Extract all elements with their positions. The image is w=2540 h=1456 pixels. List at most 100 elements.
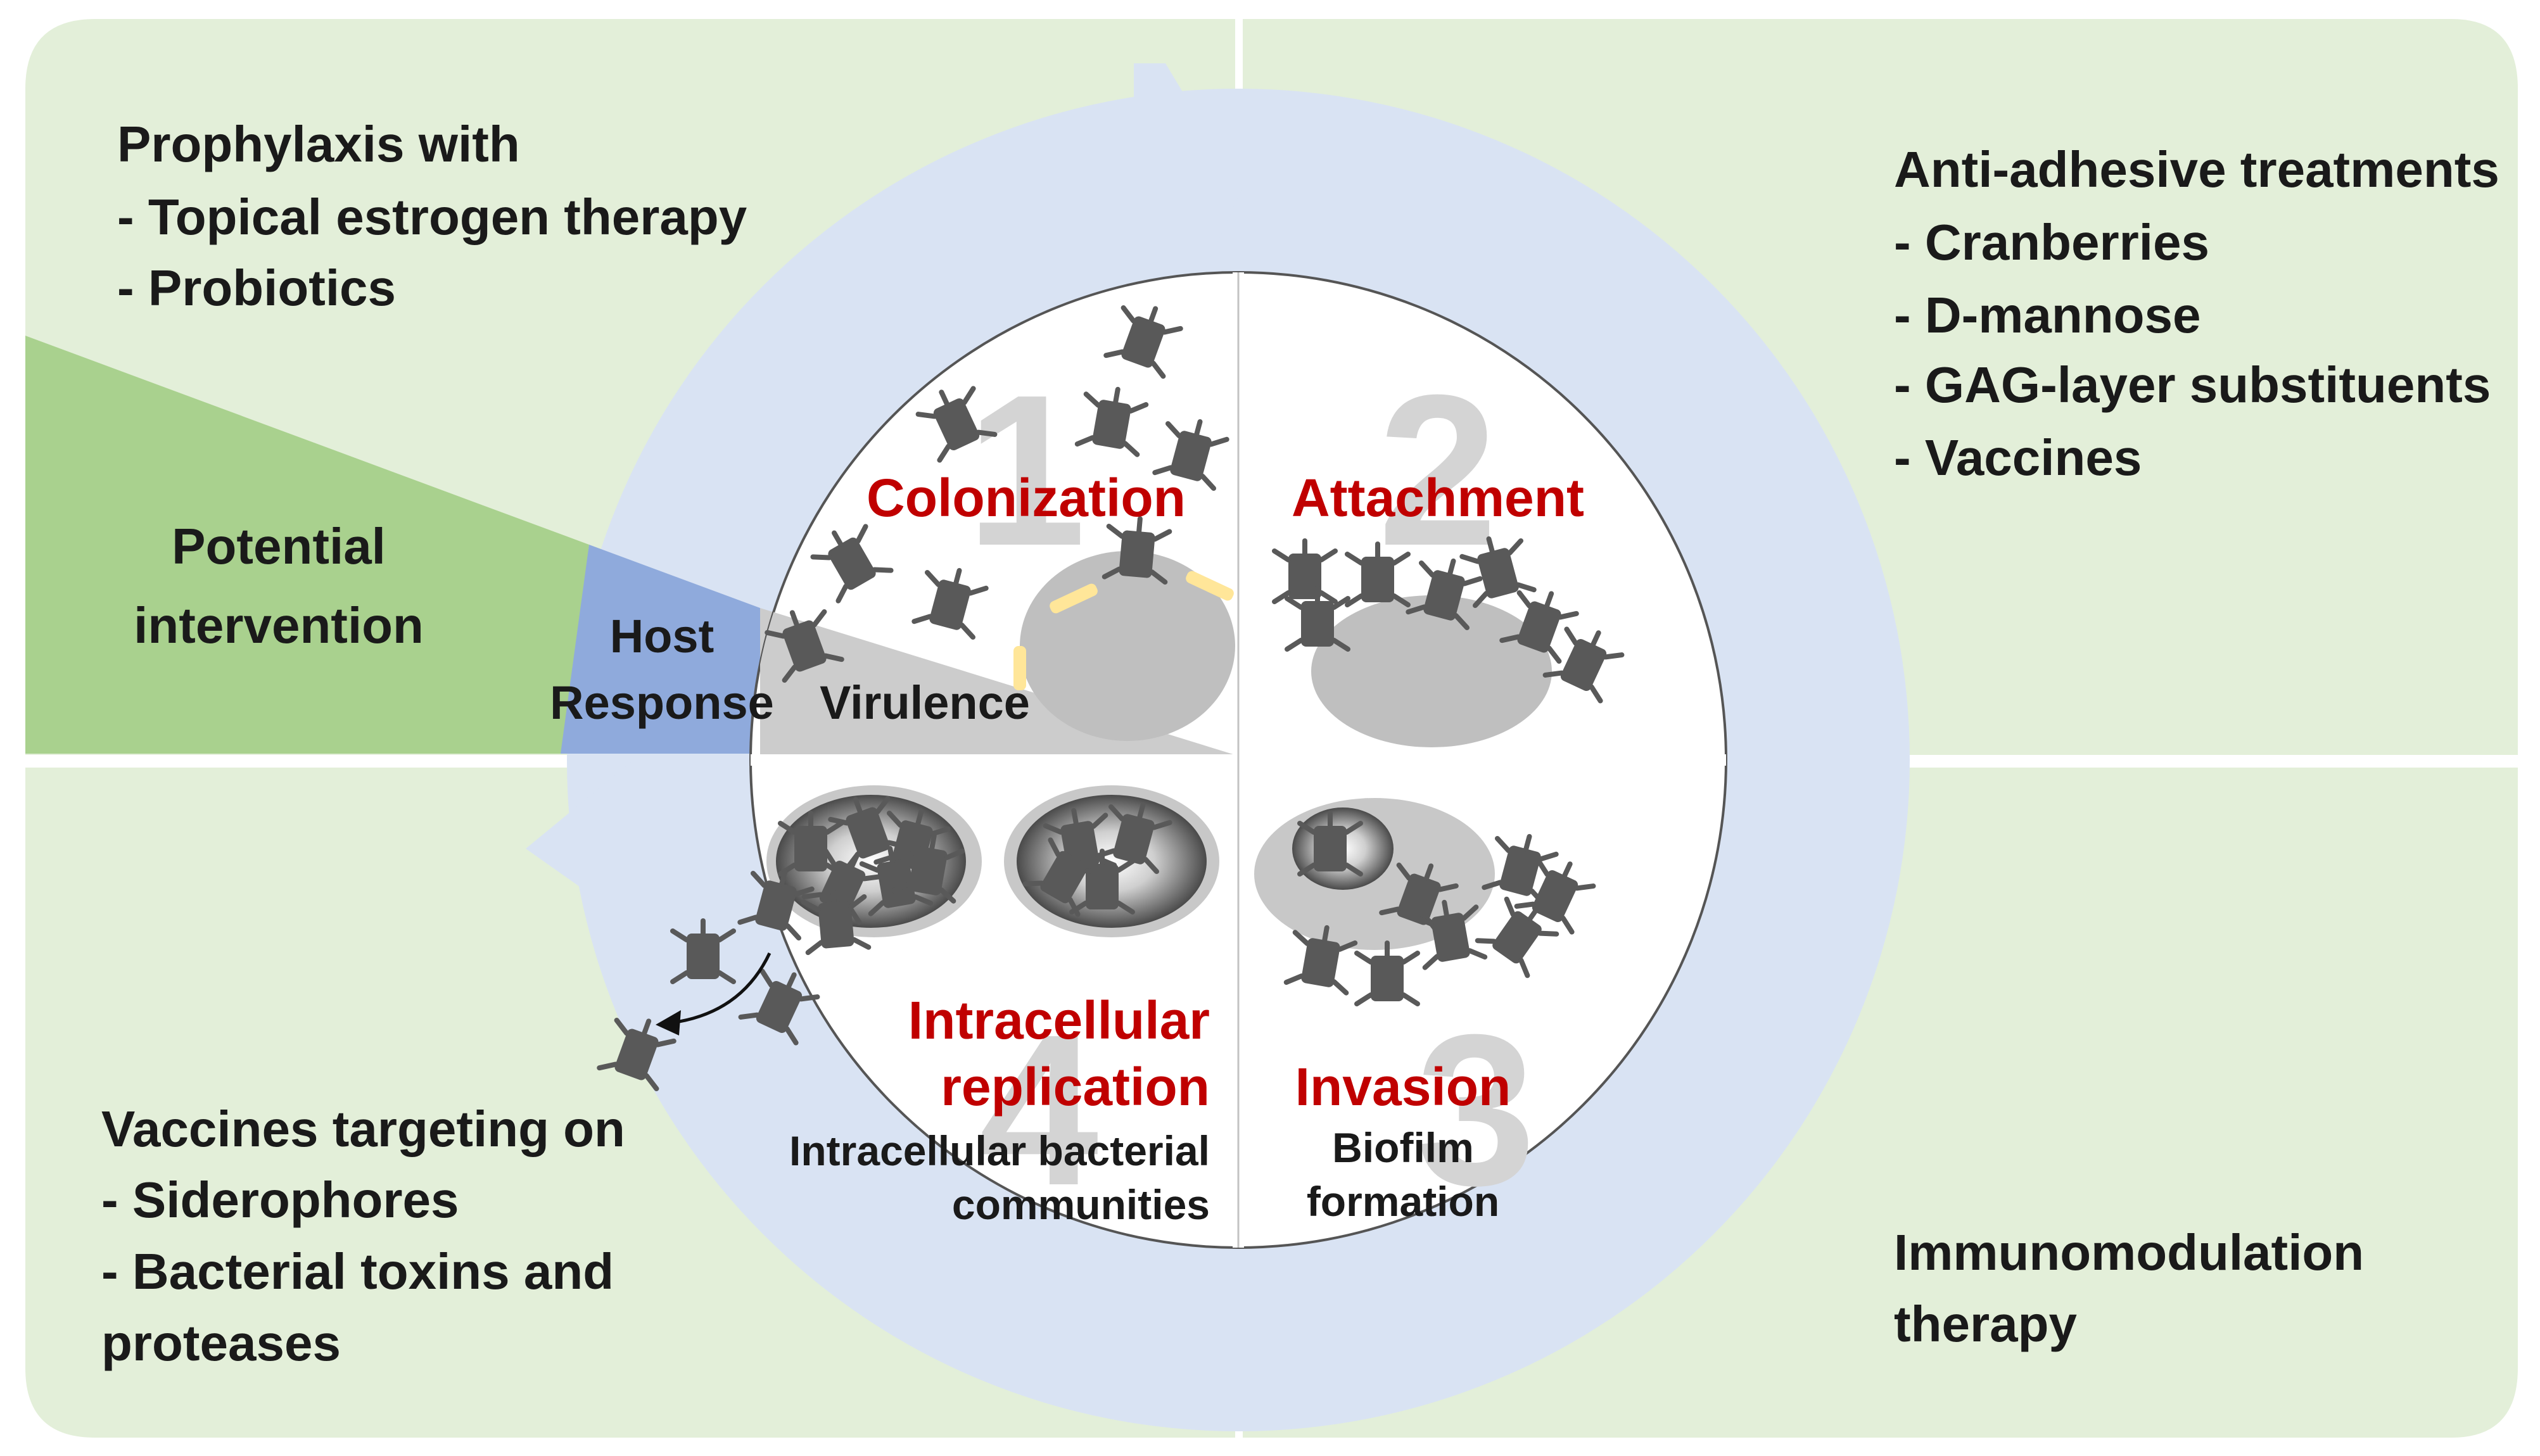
bacterium-pilus xyxy=(915,412,937,419)
stage-label-replication-1: Intracellular xyxy=(908,991,1210,1050)
bacterium-glyph xyxy=(670,918,736,984)
bacterium-pilus xyxy=(1558,611,1579,620)
top-right-item-1: - Cranberries xyxy=(1894,214,2209,270)
bacterium-pilus xyxy=(872,567,894,573)
bacterium-body xyxy=(1113,814,1155,864)
stage-label-attachment: Attachment xyxy=(1292,468,1584,528)
top-left-item-2: - Probiotics xyxy=(117,260,396,316)
ring-arrow-bottom-left xyxy=(526,760,760,925)
bacterium-pilus xyxy=(1297,821,1316,835)
bacterium-pilus xyxy=(738,1012,760,1020)
bacterium-pilus xyxy=(1401,951,1420,965)
receptor-dash xyxy=(1013,646,1026,690)
bacterium-glyph xyxy=(1152,419,1229,491)
bacterium-pilus xyxy=(944,848,965,860)
bacterium-pilus xyxy=(1507,538,1524,556)
bacterium-glyph xyxy=(801,848,884,925)
bacterium-pilus xyxy=(717,970,736,984)
bacterium-pilus xyxy=(1331,638,1350,652)
bacterium-pilus xyxy=(1152,465,1174,476)
bacterium-pilus xyxy=(789,610,799,628)
stage-sub-invasion-2: formation xyxy=(1307,1178,1499,1225)
stage-label-colonization: Colonization xyxy=(867,468,1186,528)
bacterium-pilus xyxy=(1354,951,1373,965)
bacterium-pilus xyxy=(823,848,837,868)
bacterium-body xyxy=(1371,956,1404,1001)
bacterium-pilus xyxy=(805,940,824,956)
bacterium-body xyxy=(846,807,890,859)
bacterium-pilus xyxy=(1162,326,1183,335)
bacterium-pilus xyxy=(859,861,880,873)
bacterium-pilus xyxy=(1151,820,1172,830)
stage-sub-replication-1: Intracellular bacterial xyxy=(789,1127,1210,1174)
bacterium-pilus xyxy=(1136,516,1143,535)
bacterium-glyph xyxy=(1475,896,1559,978)
bacterium-body xyxy=(818,901,854,949)
bacterium-pilus xyxy=(1208,436,1229,447)
top-left-item-1: - Topical estrogen therapy xyxy=(117,189,747,245)
bacterium-pilus xyxy=(1297,863,1316,877)
bacterium-pilus xyxy=(1527,906,1540,921)
bacterium-body xyxy=(782,620,827,672)
top-right-title: Anti-adhesive treatments xyxy=(1894,141,2499,198)
bacterium-pilus xyxy=(861,874,884,882)
bacterium-body xyxy=(1431,913,1470,962)
bacterium-pilus xyxy=(1152,529,1172,542)
bacterium-pilus xyxy=(1073,844,1084,860)
bacterium-pilus xyxy=(1459,554,1481,564)
bacterium-pilus xyxy=(642,1018,652,1036)
bacterium-pilus xyxy=(1165,421,1182,439)
bacterium-pilus xyxy=(810,554,832,560)
exit-arrowhead xyxy=(656,1010,681,1035)
bacterium-pilus xyxy=(1564,626,1578,646)
bacterium-pilus xyxy=(1516,590,1532,609)
bacterium-body xyxy=(908,846,948,896)
bacterium-pilus xyxy=(1272,590,1291,604)
bacterium-glyph xyxy=(1103,305,1183,379)
bacterium-pilus xyxy=(959,622,976,640)
bacterium-body xyxy=(1288,554,1321,599)
bacterium-pilus xyxy=(1071,807,1079,826)
bacterium-pilus xyxy=(1344,821,1363,835)
bacterium-pilus xyxy=(1453,612,1470,631)
bacterium-body xyxy=(614,1029,659,1080)
bottom-left-title: Vaccines targeting on xyxy=(101,1101,625,1157)
bacterium-pilus xyxy=(1392,593,1411,607)
bottom-right-line-1: Immunomodulation xyxy=(1894,1224,2364,1281)
bacterium-pilus xyxy=(1560,915,1575,935)
bacterium-pilus xyxy=(929,833,937,851)
bacterium-pilus xyxy=(1148,306,1159,324)
bacterium-pilus xyxy=(597,1061,618,1071)
bacterium-pilus xyxy=(1331,979,1349,996)
bacterium-body xyxy=(1121,316,1165,368)
bacterium-glyph xyxy=(1542,626,1625,704)
bacterium-pilus xyxy=(1043,823,1064,835)
stage-label-replication-2: replication xyxy=(941,1057,1210,1117)
bacterium-glyph xyxy=(1499,590,1579,664)
bacterium-pilus xyxy=(1413,915,1434,927)
bacterium-glyph xyxy=(1514,858,1596,935)
bacterium-pilus xyxy=(1322,925,1330,943)
bacterium-glyph xyxy=(801,887,872,956)
bottom-left-item-1: - Siderophores xyxy=(101,1172,459,1228)
bacterium-pilus xyxy=(1345,552,1364,566)
exit-arrow xyxy=(671,952,772,1025)
bacterium-glyph xyxy=(738,968,820,1046)
bacterium-pilus xyxy=(1319,590,1338,604)
bacterium-body xyxy=(1092,400,1131,449)
bacterium-pilus xyxy=(1200,473,1217,491)
bacterium-body xyxy=(1492,911,1542,964)
bacterium-body xyxy=(1119,530,1155,578)
bacterium-glyph xyxy=(1354,940,1420,1006)
bacterium-pilus xyxy=(801,899,821,913)
bacterium-pilus xyxy=(1344,863,1363,877)
bacterium-pilus xyxy=(644,1073,659,1092)
bacterium-pilus xyxy=(1116,859,1135,873)
bacterium-pilus xyxy=(670,928,689,942)
bacterium-pilus xyxy=(848,894,867,909)
bacterium-pilus xyxy=(1116,901,1135,915)
bacterium-pilus xyxy=(835,583,849,604)
bacterium-pilus xyxy=(1319,548,1338,562)
bottom-right-line-2: therapy xyxy=(1894,1296,2077,1352)
